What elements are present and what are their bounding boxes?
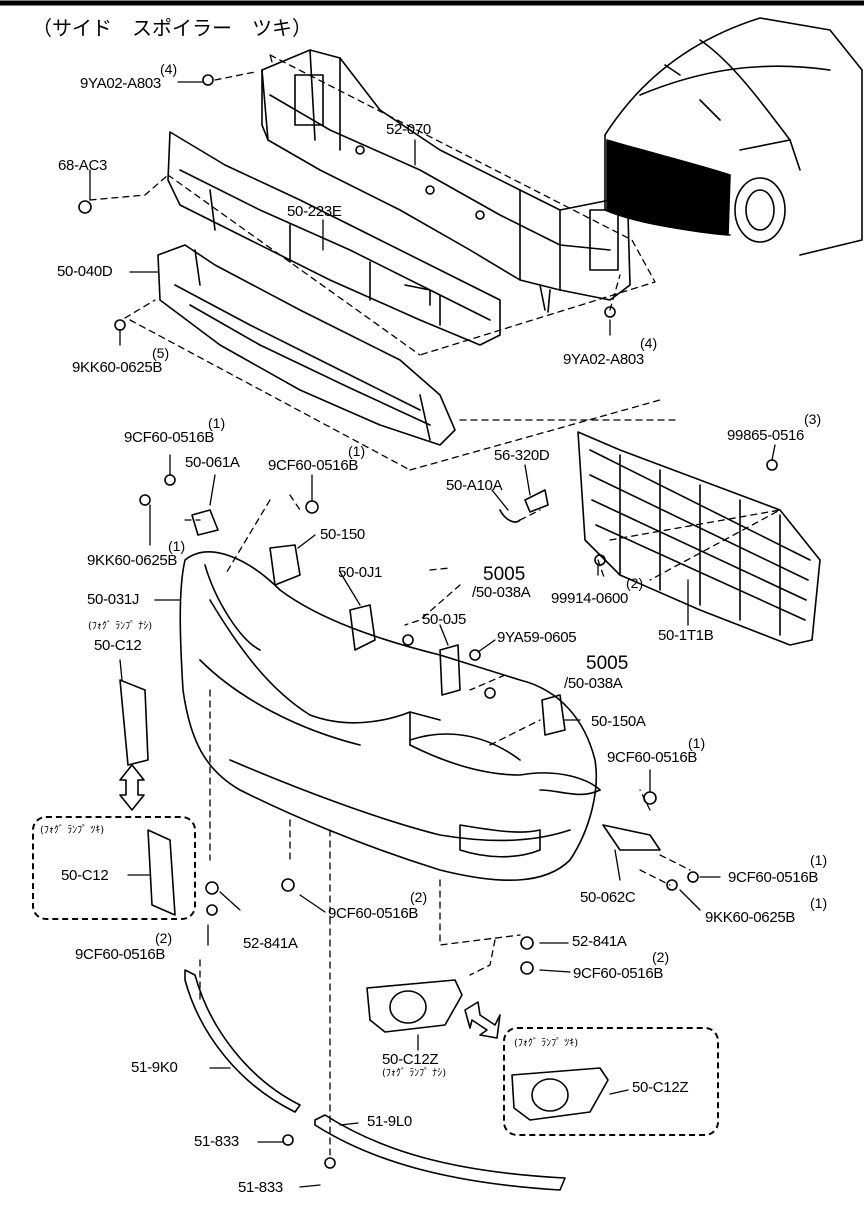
diagram-title: （サイド スポイラー ツキ）: [32, 16, 312, 40]
callout-note: (ﾌｫｸﾞ ﾗﾝﾌﾟ ﾅｼ): [382, 1068, 447, 1079]
callout-50-a10a[interactable]: 50-A10A: [446, 477, 503, 494]
fog-lamp-option-box-left: [32, 816, 196, 920]
callout-9cf60-0516b-e[interactable]: 9CF60-0516B: [328, 905, 419, 922]
clips-and-brackets: [78, 74, 778, 1169]
callout-9ya02-a803-lower[interactable]: 9YA02-A803: [563, 351, 644, 368]
callout-9kk60-0625b-upper[interactable]: 9KK60-0625B: [72, 359, 163, 376]
callout-note: (ﾌｫｸﾞ ﾗﾝﾌﾟ ﾂｷ): [514, 1038, 579, 1049]
callout-qty: (2): [626, 575, 644, 591]
callout-52-841a-left[interactable]: 52-841A: [243, 935, 298, 952]
callout-9cf60-0516b-c[interactable]: 9CF60-0516B: [607, 749, 698, 766]
callout-51-833-upper[interactable]: 51-833: [194, 1133, 239, 1150]
callout-qty: (4): [160, 61, 178, 77]
callout-5005-lower[interactable]: 5005: [586, 653, 629, 674]
callout-9cf60-0516b-d[interactable]: 9CF60-0516B: [728, 869, 819, 886]
energy-absorber-drawing: [167, 131, 501, 346]
callout-5005-upper[interactable]: 5005: [483, 564, 526, 585]
callout-50-c12-fog[interactable]: 50-C12: [61, 867, 109, 884]
callout-50-1t1b[interactable]: 50-1T1B: [658, 627, 714, 644]
callout-50-c12z-nofog[interactable]: 50-C12Z: [382, 1051, 439, 1068]
callout-56-320d[interactable]: 56-320D: [494, 447, 550, 464]
callout-note: (ﾌｫｸﾞ ﾗﾝﾌﾟ ﾂｷ): [40, 825, 105, 836]
callout-52-841a-right[interactable]: 52-841A: [572, 933, 627, 950]
callout-9cf60-0516b-b[interactable]: 9CF60-0516B: [268, 457, 359, 474]
callout-9cf60-0516b-g[interactable]: 9CF60-0516B: [573, 965, 664, 982]
callout-50-0j1[interactable]: 50-0J1: [338, 564, 383, 581]
fog-lamp-option-box-right: [503, 1027, 719, 1136]
callout-50-038a-lower: /50-038A: [564, 675, 623, 692]
callout-qty: (1): [810, 852, 828, 868]
callout-50-150[interactable]: 50-150: [320, 526, 365, 543]
callout-9cf60-0516b-a[interactable]: 9CF60-0516B: [124, 429, 215, 446]
lower-lip-drawings: [184, 969, 566, 1191]
callout-99865-0516[interactable]: 99865-0516: [727, 427, 805, 444]
callout-qty: (1): [810, 895, 828, 911]
callout-9kk60-0625b-mid[interactable]: 9KK60-0625B: [87, 552, 178, 569]
callout-qty: (2): [652, 949, 670, 965]
callout-50-223e[interactable]: 50-223E: [287, 203, 342, 220]
callout-50-150a[interactable]: 50-150A: [591, 713, 646, 730]
callout-50-c12-nofog[interactable]: 50-C12: [94, 637, 142, 654]
bumper-reinforcement-drawing: [261, 49, 631, 313]
callout-qty: (2): [410, 889, 428, 905]
callout-9cf60-0516b-f[interactable]: 9CF60-0516B: [75, 946, 166, 963]
callout-qty: (2): [155, 930, 173, 946]
callout-qty: (5): [152, 345, 170, 361]
bumper-cover-drawing: [179, 551, 601, 882]
callout-51-833-lower[interactable]: 51-833: [238, 1179, 283, 1196]
callout-51-9l0[interactable]: 51-9L0: [367, 1113, 412, 1130]
callout-50-031j[interactable]: 50-031J: [87, 591, 140, 608]
callout-99914-0600[interactable]: 99914-0600: [551, 590, 629, 607]
callout-51-9k0[interactable]: 51-9K0: [131, 1059, 178, 1076]
callout-68-ac3[interactable]: 68-AC3: [58, 157, 108, 174]
callout-note: (ﾌｫｸﾞ ﾗﾝﾌﾟ ﾅｼ): [88, 621, 153, 632]
callout-50-040d[interactable]: 50-040D: [57, 263, 113, 280]
callout-50-038a-upper: /50-038A: [472, 584, 531, 601]
callout-50-062c[interactable]: 50-062C: [580, 889, 636, 906]
callout-qty: (4): [640, 335, 658, 351]
bumper-highlight: [606, 139, 731, 236]
callout-50-0j5[interactable]: 50-0J5: [422, 611, 467, 628]
callout-9ya59-0605[interactable]: 9YA59-0605: [497, 629, 577, 646]
callout-qty: (1): [208, 415, 226, 431]
callout-9kk60-0625b-lower[interactable]: 9KK60-0625B: [705, 909, 796, 926]
swap-arrows: [119, 764, 501, 1039]
callout-qty: (1): [168, 538, 186, 554]
lower-bracket-drawing: [157, 244, 456, 446]
callout-qty: (1): [348, 443, 366, 459]
fog-bezel-drawings: [366, 979, 609, 1121]
front-grille-drawing: [577, 431, 821, 646]
leader-lines: [89, 81, 776, 1188]
callout-qty: (1): [688, 735, 706, 751]
callout-50-c12z-fog[interactable]: 50-C12Z: [632, 1079, 689, 1096]
callout-52-070[interactable]: 52-070: [386, 121, 431, 138]
callout-qty: (3): [804, 411, 822, 427]
callout-50-061a[interactable]: 50-061A: [185, 454, 240, 471]
callout-9ya02-a803-upper[interactable]: 9YA02-A803: [80, 75, 161, 92]
